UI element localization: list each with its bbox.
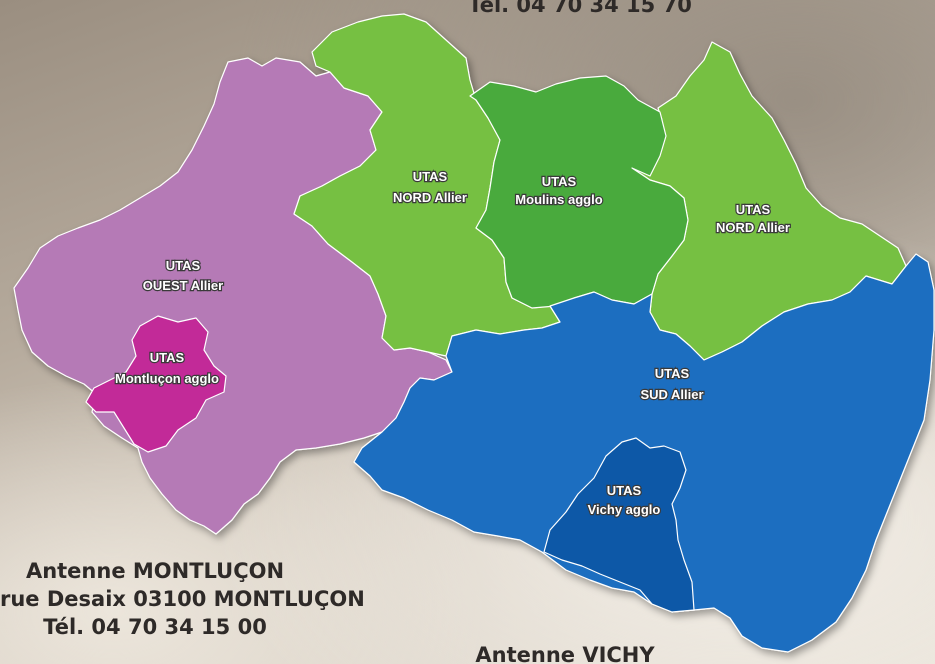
- antenna-montlucon-tel: Tél. 04 70 34 15 00: [43, 615, 267, 639]
- region-label-moulins-agglo: UTAS Moulins agglo: [514, 173, 604, 208]
- region-label-montlucon-agglo: UTAS Montluçon agglo: [114, 349, 220, 387]
- region-moulins-agglo[interactable]: [469, 75, 689, 309]
- region-title-montlucon: UTAS: [150, 350, 185, 365]
- region-title-nord-west: UTAS: [413, 169, 448, 184]
- antenna-montlucon-address: rue Desaix 03100 MONTLUÇON: [0, 587, 365, 611]
- region-label-nord-allier-west: UTAS NORD Allier: [392, 168, 468, 206]
- region-title-nord-east: UTAS: [736, 202, 771, 217]
- antenna-top-tel: Tél. 04 70 34 15 70: [468, 0, 692, 17]
- region-title-vichy: UTAS: [607, 483, 642, 498]
- region-label-ouest-allier: UTAS OUEST Allier: [142, 257, 225, 294]
- region-name-vichy: Vichy agglo: [588, 502, 661, 517]
- region-name-nord-west: NORD Allier: [393, 190, 467, 205]
- region-label-nord-allier-east: UTAS NORD Allier: [715, 201, 791, 236]
- region-title-moulins: UTAS: [542, 174, 577, 189]
- region-name-ouest: OUEST Allier: [143, 278, 223, 293]
- region-title-sud: UTAS: [655, 366, 690, 381]
- antenna-vichy-name: Antenne VICHY: [475, 643, 655, 664]
- antenna-montlucon-info: Antenne MONTLUÇON rue Desaix 03100 MONTL…: [0, 557, 365, 641]
- antenna-montlucon-name: Antenne MONTLUÇON: [25, 559, 285, 583]
- region-montlucon-agglo[interactable]: [85, 315, 227, 453]
- region-title-ouest: UTAS: [166, 258, 201, 273]
- region-label-sud-allier: UTAS SUD Allier: [639, 365, 704, 403]
- region-vichy-agglo[interactable]: [543, 437, 695, 613]
- antenna-vichy-info: Antenne VICHY: [430, 641, 700, 664]
- region-name-nord-east: NORD Allier: [716, 220, 790, 235]
- region-name-sud: SUD Allier: [640, 387, 703, 402]
- antenna-top-info: Tél. 04 70 34 15 70: [380, 0, 780, 19]
- region-label-vichy-agglo: UTAS Vichy agglo: [586, 482, 661, 518]
- region-name-moulins: Moulins agglo: [515, 192, 602, 207]
- region-name-montlucon: Montluçon agglo: [115, 371, 219, 386]
